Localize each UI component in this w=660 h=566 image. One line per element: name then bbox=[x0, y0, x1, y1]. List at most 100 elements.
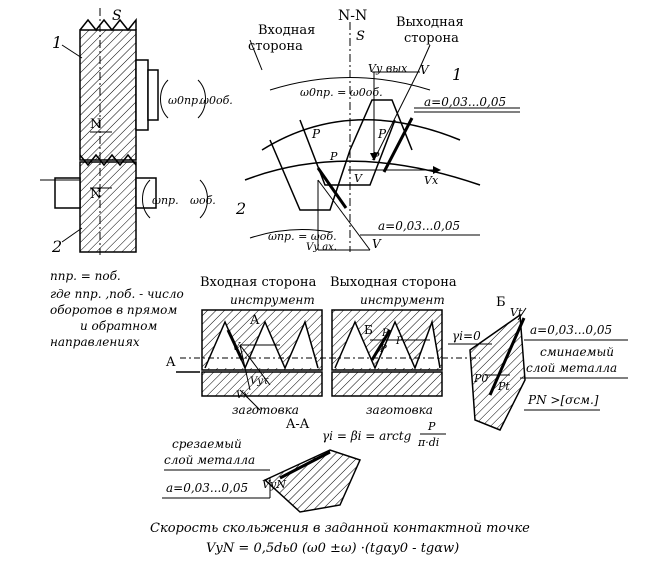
legend-2: где nпр. ,nоб. - число bbox=[50, 287, 184, 301]
label-n-top: N bbox=[90, 117, 101, 132]
aa-body bbox=[263, 449, 362, 513]
label-formula-den: π·di bbox=[417, 436, 439, 449]
omega-arc-bottom bbox=[249, 229, 331, 239]
label-s-center: S bbox=[356, 29, 365, 44]
contact-line-left bbox=[316, 167, 348, 209]
b-vt-arrow bbox=[517, 307, 527, 321]
label-p2: P bbox=[377, 127, 387, 141]
workpiece-shaft-left bbox=[54, 177, 81, 209]
label-p1-sub: P bbox=[329, 150, 338, 163]
label-v-top: V bbox=[420, 63, 430, 77]
outlet-teeth bbox=[334, 319, 441, 371]
label-v-y-out: Vу вых bbox=[368, 62, 408, 75]
label-v-bottom: V bbox=[372, 237, 382, 251]
label-cut-2: слой металла bbox=[164, 453, 255, 467]
caption-line-1: Скорость скольжения в заданной контактно… bbox=[150, 521, 530, 536]
label-omega-0pr: ω0пр. bbox=[168, 94, 202, 107]
label-p-small-1: P bbox=[381, 328, 389, 339]
label-omega-pr-ob: ωпр. = ωоб. bbox=[268, 230, 337, 243]
label-omega-pr: ωпр. bbox=[152, 194, 179, 207]
label-vx-right: Vx bbox=[424, 174, 439, 187]
tool-teeth-top bbox=[79, 17, 137, 32]
outlet-workpiece bbox=[331, 371, 443, 397]
tool-shaft bbox=[147, 69, 159, 121]
legend-1: nпр. = nоб. bbox=[50, 269, 121, 283]
label-v-y-ax: Vу ах. bbox=[306, 242, 337, 253]
b-detail bbox=[469, 307, 527, 431]
rot-arrow-3 bbox=[142, 179, 151, 219]
label-formula-num: P bbox=[427, 420, 436, 433]
label-a-left: A bbox=[165, 355, 176, 370]
leader-1 bbox=[61, 44, 83, 59]
label-b-header: Б bbox=[496, 295, 506, 310]
workpiece-shaft-right bbox=[135, 177, 157, 209]
label-workpiece-2: заготовка bbox=[366, 403, 433, 417]
label-cut-1: срезаемый bbox=[172, 437, 242, 451]
label-p1: P bbox=[311, 127, 321, 141]
label-outlet-2: сторона bbox=[404, 31, 459, 46]
tooth-profile-2 bbox=[299, 119, 396, 186]
omega-arc-top bbox=[269, 77, 431, 91]
label-1-right: 1 bbox=[452, 65, 462, 84]
label-s-left: S bbox=[112, 8, 122, 24]
label-omega-ob: ωоб. bbox=[190, 194, 216, 207]
label-aa: A-A bbox=[285, 417, 310, 432]
tool-arc bbox=[261, 119, 461, 151]
tooth-profile-1 bbox=[269, 99, 413, 211]
label-b-section: Б bbox=[364, 323, 373, 337]
label-2-left: 2 bbox=[51, 237, 62, 256]
inlet-workpiece bbox=[201, 371, 323, 397]
label-n-bottom: N bbox=[90, 187, 101, 202]
contact-line-right bbox=[382, 117, 414, 173]
label-tool-1: инструмент bbox=[230, 293, 315, 307]
label-p2-sub: P bbox=[371, 150, 380, 163]
label-tool-2: инструмент bbox=[360, 293, 445, 307]
outlet-section bbox=[330, 309, 480, 397]
label-vx-center: V bbox=[354, 172, 363, 185]
vector-v-top bbox=[373, 71, 419, 161]
label-v-left-x: Vx bbox=[236, 390, 249, 401]
label-a-range-2: a=0,03...0,05 bbox=[378, 219, 460, 233]
left-assembly bbox=[40, 8, 208, 255]
label-pn-cond: PN >[σсм.] bbox=[527, 393, 599, 407]
label-omega-eq: ω0пр. = ω0об. bbox=[300, 86, 383, 99]
label-workpiece-1: заготовка bbox=[232, 403, 299, 417]
rot-arrow-2 bbox=[197, 79, 206, 119]
arrow-inlet bbox=[249, 39, 263, 71]
aa-detail bbox=[263, 449, 362, 513]
caption-line-2: VуN = 0,5dь0 (ω0 ±ω) ·(tgαу0 - tgαw) bbox=[206, 541, 459, 556]
label-outlet-1: Выходная bbox=[396, 15, 464, 30]
label-nn: N-N bbox=[338, 8, 367, 24]
label-inlet-2: сторона bbox=[248, 39, 303, 54]
arrow-outlet bbox=[417, 44, 431, 73]
label-inlet-1: Входная bbox=[258, 23, 315, 38]
inlet-leader bbox=[239, 389, 261, 411]
label-1-left: 1 bbox=[52, 33, 62, 52]
legend-4: и обратном bbox=[80, 319, 157, 333]
outlet-contact bbox=[370, 329, 392, 361]
inlet-vector-vx bbox=[239, 344, 271, 386]
tool-body bbox=[79, 29, 137, 161]
label-omega-0ob: ω0об. bbox=[200, 94, 233, 107]
label-crushed-1: сминаемый bbox=[540, 345, 614, 359]
label-crushed-2: слой металла bbox=[526, 361, 617, 375]
b-contact-line bbox=[488, 317, 526, 396]
label-pt: Pt bbox=[497, 380, 510, 393]
label-formula-gamma: γi = βi = arctg bbox=[322, 429, 412, 443]
workpiece-body bbox=[79, 161, 137, 253]
label-a-range-4: a=0,03...0,05 bbox=[166, 481, 248, 495]
label-gamma-zero: γi=0 bbox=[452, 329, 481, 343]
legend-3: оборотов в прямом bbox=[50, 303, 177, 317]
vector-v-bottom bbox=[317, 179, 371, 251]
label-p-small-2: P bbox=[379, 344, 387, 355]
label-2-right: 2 bbox=[235, 199, 246, 218]
inlet-section bbox=[180, 309, 330, 411]
nn-section bbox=[244, 22, 520, 252]
tool-shaft-ring bbox=[135, 59, 149, 131]
rot-arrow-1 bbox=[160, 79, 169, 119]
label-a-range-1: a=0,03...0,05 bbox=[424, 95, 506, 109]
label-v-left: V bbox=[232, 340, 241, 353]
inlet-contact bbox=[226, 329, 244, 361]
label-a-range-3: a=0,03...0,05 bbox=[530, 323, 612, 337]
label-p0: P0 bbox=[473, 372, 488, 385]
